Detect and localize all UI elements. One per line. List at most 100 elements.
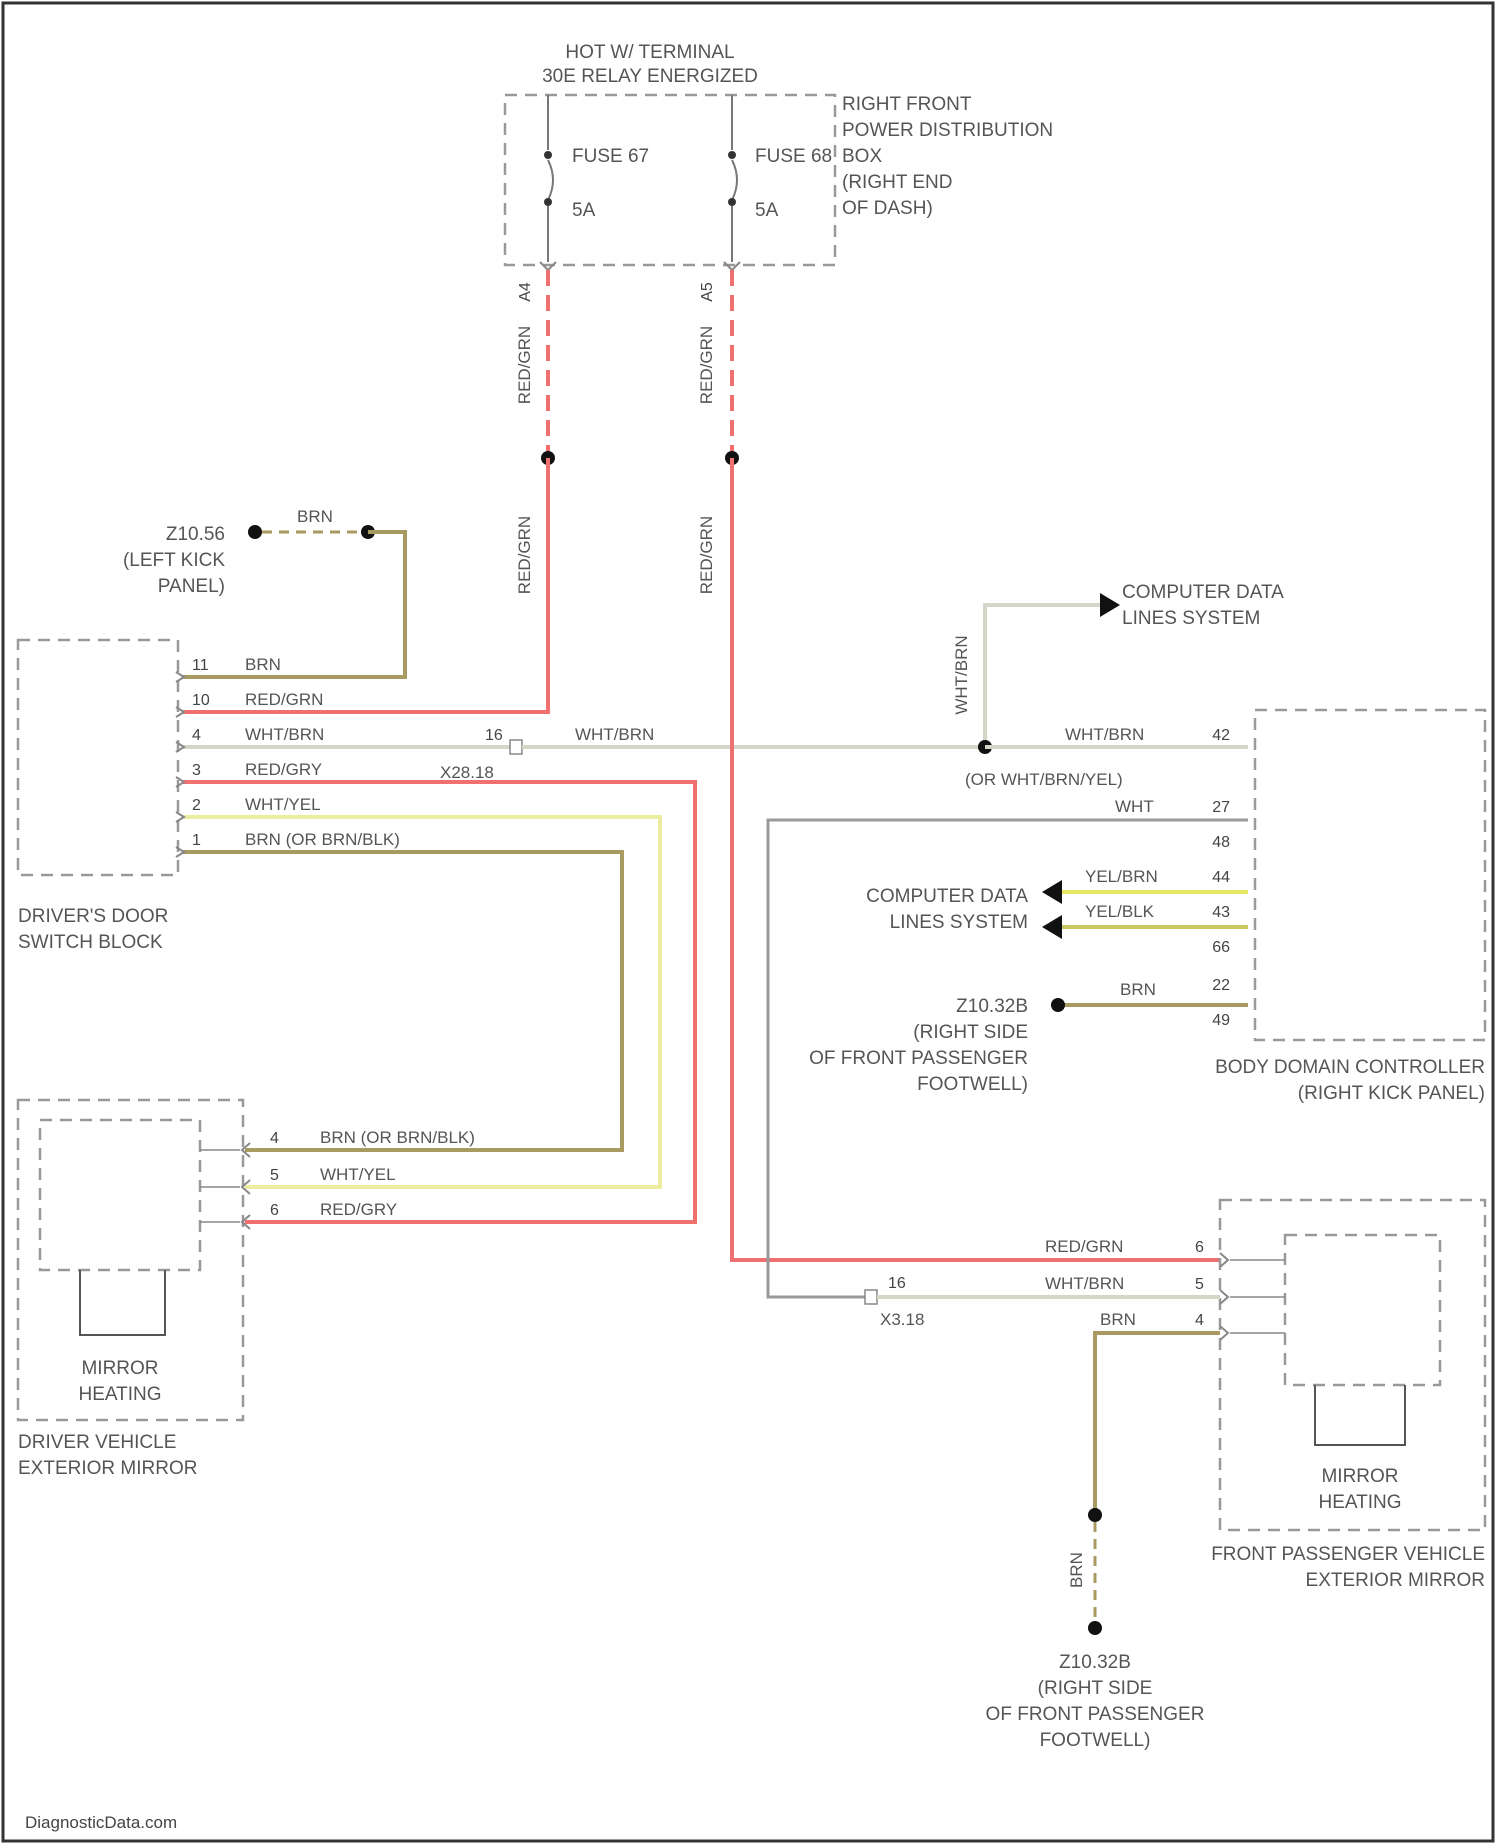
driver-mirror-wire-wht-yel: WHT/YEL [320, 1165, 396, 1184]
drivers-door-switch-block: DRIVER'S DOOR SWITCH BLOCK 11 10 4 3 2 1… [18, 640, 400, 953]
fuse-68-pin: A5 [699, 282, 716, 302]
wire-fuse68-passenger-mirror [732, 458, 1220, 1260]
fuse-box-label-5: OF DASH) [842, 198, 933, 219]
x28-pin: 16 [485, 727, 503, 744]
ground-right-b-loc-1: (RIGHT SIDE [1038, 1678, 1153, 1699]
driver-mirror-label-2: EXTERIOR MIRROR [18, 1458, 197, 1479]
driver-mirror-pin-5: 5 [270, 1167, 279, 1184]
computer-data-top-1: COMPUTER DATA [1122, 582, 1284, 603]
drivers-door-switch-outline [18, 640, 178, 875]
ground-right-b-name: Z10.32B [1059, 1652, 1131, 1673]
bdc-label-2: (RIGHT KICK PANEL) [1298, 1083, 1485, 1104]
bdc-pin-42: 42 [1212, 727, 1230, 744]
ground-left-loc-1: (LEFT KICK [123, 550, 225, 571]
passenger-mirror-heating-2: HEATING [1318, 1492, 1401, 1513]
fuse-67-rating: 5A [572, 200, 596, 221]
ground-right-a-loc-2: OF FRONT PASSENGER [809, 1048, 1028, 1069]
dds-wire-brn-or: BRN (OR BRN/BLK) [245, 830, 400, 849]
passenger-mirror-pin-4: 4 [1195, 1312, 1204, 1329]
bdc-wire-brn: BRN [1120, 980, 1156, 999]
ground-left-loc-2: PANEL) [158, 576, 225, 597]
wire-label-wht-brn-vert: WHT/BRN [952, 635, 971, 714]
driver-mirror-pin-6: 6 [270, 1202, 279, 1219]
ground-left-name: Z10.56 [166, 524, 225, 545]
bdc-wire-or: (OR WHT/BRN/YEL) [965, 770, 1123, 789]
bdc-pin-22: 22 [1212, 977, 1230, 994]
dds-wire-red-grn: RED/GRN [245, 690, 323, 709]
driver-mirror-pin-4: 4 [270, 1130, 279, 1147]
computer-data-mid-1: COMPUTER DATA [866, 886, 1028, 907]
wire-label-red-grn-b: RED/GRN [697, 326, 716, 404]
ground-right-a-loc-3: FOOTWELL) [917, 1074, 1028, 1095]
bdc-pin-49: 49 [1212, 1012, 1230, 1029]
fuse-box-label-3: BOX [842, 146, 882, 167]
bdc-pin-43: 43 [1212, 904, 1230, 921]
passenger-mirror-pin-5: 5 [1195, 1276, 1204, 1293]
driver-mirror-wire-red-gry: RED/GRY [320, 1200, 397, 1219]
ground-right-b-loc-3: FOOTWELL) [1040, 1730, 1151, 1751]
drivers-door-switch-label-1: DRIVER'S DOOR [18, 906, 168, 927]
dds-wire-wht-yel: WHT/YEL [245, 795, 321, 814]
passenger-exterior-mirror: MIRROR HEATING FRONT PASSENGER VEHICLE E… [865, 1200, 1485, 1751]
fuse-68-name: FUSE 68 [755, 146, 832, 167]
bdc-outline [1255, 710, 1485, 1040]
passenger-mirror-heating-1: MIRROR [1321, 1466, 1398, 1487]
bdc-pin-48: 48 [1212, 834, 1230, 851]
passenger-mirror-wire-wht-brn: WHT/BRN [1045, 1274, 1124, 1293]
wire-label-brn-ground-right: BRN [1067, 1552, 1086, 1588]
passenger-mirror-wire-red-grn: RED/GRN [1045, 1237, 1123, 1256]
dds-pin-1: 1 [192, 832, 201, 849]
fuse-box-header-1: HOT W/ TERMINAL [565, 42, 734, 63]
dds-wire-wht-brn: WHT/BRN [245, 725, 324, 744]
watermark: DiagnosticData.com [25, 1813, 177, 1832]
dds-wire-red-gry: RED/GRY [245, 760, 322, 779]
driver-exterior-mirror: MIRROR HEATING DRIVER VEHICLE EXTERIOR M… [18, 1100, 475, 1479]
fuse-box: HOT W/ TERMINAL 30E RELAY ENERGIZED RIGH… [505, 42, 1053, 302]
dds-pin-4: 4 [192, 727, 201, 744]
computer-data-top-2: LINES SYSTEM [1122, 608, 1260, 629]
dds-pin-2: 2 [192, 797, 201, 814]
wire-label-red-grn-c: RED/GRN [515, 516, 534, 594]
driver-mirror-heating-2: HEATING [78, 1384, 161, 1405]
dds-wire-brn: BRN [245, 655, 281, 674]
fuse-box-outline [505, 95, 835, 265]
fuse-box-label-2: POWER DISTRIBUTION [842, 120, 1053, 141]
x28-name: X28.18 [440, 763, 494, 782]
wire-label-wht-brn-mid: WHT/BRN [575, 725, 654, 744]
dds-pin-3: 3 [192, 762, 201, 779]
wire-label-brn-ground-left: BRN [297, 507, 333, 526]
bdc-wire-yel-blk: YEL/BLK [1085, 902, 1155, 921]
fuse-68-rating: 5A [755, 200, 779, 221]
wire-label-red-grn-a: RED/GRN [515, 326, 534, 404]
driver-mirror-inner [40, 1120, 200, 1270]
driver-mirror-label-1: DRIVER VEHICLE [18, 1432, 176, 1453]
x3-name: X3.18 [880, 1310, 924, 1329]
fuse-box-header-2: 30E RELAY ENERGIZED [542, 66, 758, 87]
bdc-wire-wht-brn: WHT/BRN [1065, 725, 1144, 744]
drivers-door-switch-label-2: SWITCH BLOCK [18, 932, 163, 953]
passenger-mirror-label-2: EXTERIOR MIRROR [1306, 1570, 1485, 1591]
x3-pin: 16 [888, 1275, 906, 1292]
ground-right-b-loc-2: OF FRONT PASSENGER [986, 1704, 1205, 1725]
ground-left: Z10.56 (LEFT KICK PANEL) BRN [123, 507, 375, 597]
bdc-wire-wht: WHT [1115, 797, 1154, 816]
passenger-mirror-label-1: FRONT PASSENGER VEHICLE [1211, 1544, 1485, 1565]
bdc-pin-27: 27 [1212, 799, 1230, 816]
passenger-mirror-pin-6: 6 [1195, 1239, 1204, 1256]
dds-pin-10: 10 [192, 692, 210, 709]
computer-data-mid-2: LINES SYSTEM [890, 912, 1028, 933]
fuse-67-name: FUSE 67 [572, 146, 649, 167]
body-domain-controller: BODY DOMAIN CONTROLLER (RIGHT KICK PANEL… [768, 710, 1485, 1297]
passenger-mirror-inner [1285, 1235, 1440, 1385]
driver-mirror-heating-1: MIRROR [81, 1358, 158, 1379]
dds-pin-11: 11 [192, 657, 209, 674]
bdc-label-1: BODY DOMAIN CONTROLLER [1215, 1057, 1485, 1078]
bdc-wire-yel-brn: YEL/BRN [1085, 867, 1158, 886]
bdc-pin-44: 44 [1212, 869, 1230, 886]
fuse-box-label-4: (RIGHT END [842, 172, 952, 193]
wire-label-red-grn-d: RED/GRN [697, 516, 716, 594]
fuse-67-pin: A4 [517, 282, 534, 302]
page-frame [3, 3, 1493, 1841]
